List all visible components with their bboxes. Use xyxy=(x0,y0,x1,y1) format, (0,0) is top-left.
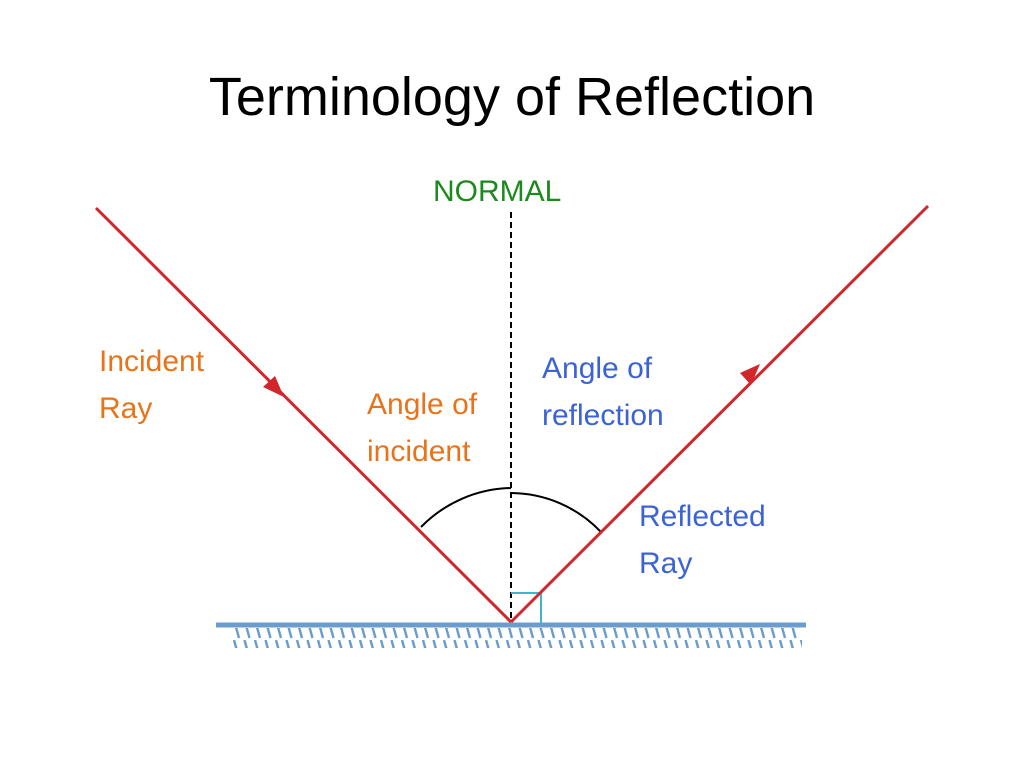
normal-label: NORMAL xyxy=(433,168,561,215)
angle-of-reflection-label-line-2: reflection xyxy=(542,399,664,432)
angle-of-incident-label: Angle of incident xyxy=(367,381,477,475)
incident-ray xyxy=(94,206,513,624)
angle-of-reflection-label: Angle of reflection xyxy=(542,345,664,439)
angle-of-incident-label-line-1: Angle of xyxy=(367,388,478,421)
incident-ray-label-line-2: Ray xyxy=(99,392,153,425)
reflected-ray-label: Reflected Ray xyxy=(639,493,766,587)
angle-of-reflection-arc xyxy=(510,492,602,533)
reflected-ray xyxy=(509,204,930,624)
incident-ray-arrowhead xyxy=(263,376,284,397)
incident-ray-label-line-1: Incident xyxy=(99,345,205,378)
reflected-ray-arrowhead xyxy=(740,364,760,385)
normal-label-text: NORMAL xyxy=(433,175,562,208)
mirror-hatching xyxy=(232,628,802,648)
slide-title: Terminology of Reflection xyxy=(208,67,816,127)
incident-ray-label: Incident Ray xyxy=(99,338,204,432)
angle-of-incident-label-line-2: incident xyxy=(367,435,471,468)
angle-of-reflection-label-line-1: Angle of xyxy=(542,352,653,385)
reflected-ray-label-line-2: Ray xyxy=(639,547,693,580)
reflected-ray-label-line-1: Reflected xyxy=(639,500,766,533)
angle-of-incident-arc xyxy=(420,487,512,528)
